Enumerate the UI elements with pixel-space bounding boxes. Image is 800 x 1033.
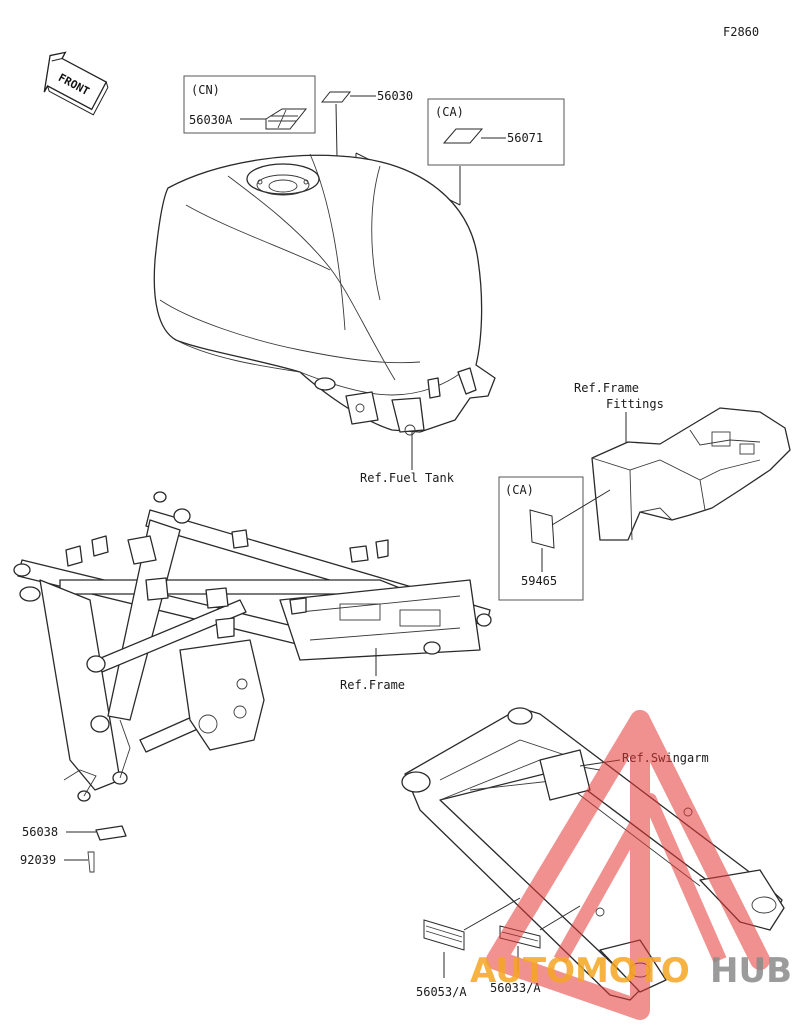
- fuel-tank: [153, 153, 496, 436]
- sticker-59465: [529, 509, 555, 549]
- ref-frame-fittings-label-1[interactable]: Ref.Frame: [574, 381, 639, 395]
- sticker-56071: [442, 128, 484, 144]
- part-56033A-label: 56033/A: [490, 981, 541, 995]
- sticker-56030A: [265, 108, 308, 130]
- part-92039-label: 92039: [20, 853, 56, 867]
- cn-group-box: [183, 75, 316, 134]
- ref-frame-label[interactable]: Ref.Frame: [340, 678, 405, 692]
- part-56030-label: 56030: [377, 89, 413, 103]
- watermark-text: AUTOMOTO HUB: [470, 951, 792, 991]
- ref-frame-fittings-label-2[interactable]: Fittings: [606, 397, 664, 411]
- part-56038-label: 56038: [22, 825, 58, 839]
- part-56071-label: 56071: [507, 131, 543, 145]
- watermark-logo: [486, 710, 770, 1020]
- part-56038: [95, 825, 127, 841]
- sticker-56030: [320, 91, 352, 103]
- ref-fuel-tank-label[interactable]: Ref.Fuel Tank: [360, 471, 455, 485]
- ca-top-group-label: (CA): [435, 105, 464, 119]
- ca-right-group-box: [498, 476, 584, 601]
- diagram-code: F2860: [723, 25, 759, 39]
- ca-top-group-box: [427, 98, 565, 166]
- watermark-text-part2: HUB: [710, 951, 792, 991]
- cn-group-label: (CN): [191, 83, 220, 97]
- frame-fittings-part: [591, 407, 791, 541]
- part-59465-label: 59465: [521, 574, 557, 588]
- ca-right-group-label: (CA): [505, 483, 534, 497]
- front-arrow-icon: FRONT: [43, 51, 109, 116]
- part-56030A-label: 56030A: [189, 113, 233, 127]
- sticker-56053A: [423, 919, 465, 951]
- part-56053A-label: 56053/A: [416, 985, 467, 999]
- main-frame: [13, 491, 492, 802]
- part-92039: [87, 851, 95, 873]
- watermark-text-part1: AUTOMOTO: [470, 951, 690, 991]
